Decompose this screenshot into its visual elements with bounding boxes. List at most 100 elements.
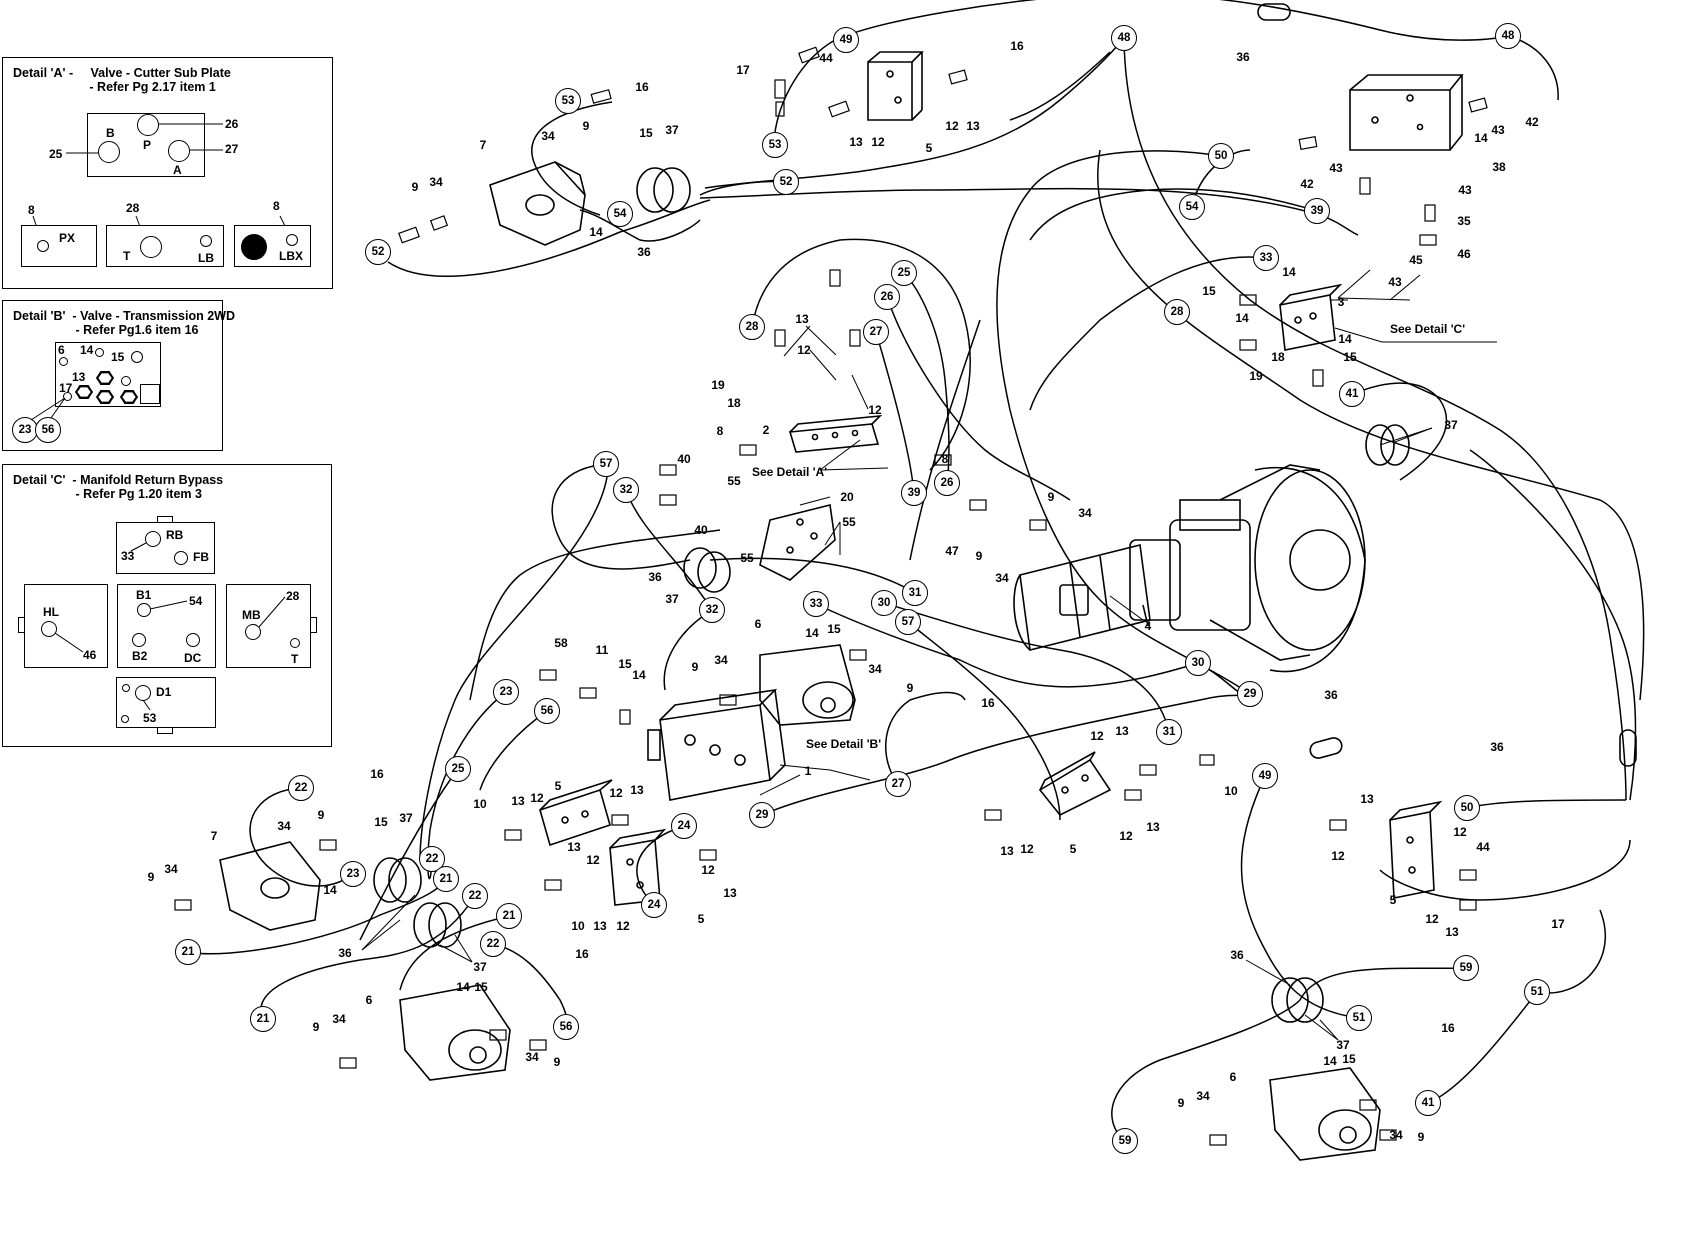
part-label-34: 34 [429, 175, 443, 189]
part-label-16: 16 [981, 696, 995, 710]
part-label-34: 34 [332, 1012, 346, 1026]
hl-block [24, 584, 108, 668]
part-label-37: 37 [1336, 1038, 1350, 1052]
port-dc [186, 633, 200, 647]
part-label-44: 44 [819, 51, 833, 65]
port-t [140, 236, 162, 258]
port-fb [174, 551, 188, 565]
part-bubble-27: 27 [885, 771, 911, 797]
part-label-34: 34 [1389, 1128, 1403, 1142]
part-bubble-25: 25 [891, 260, 917, 286]
part-bubble-33: 33 [1253, 245, 1279, 271]
detail-c-panel: Detail 'C' - Manifold Return Bypass - Re… [2, 464, 332, 747]
part-label-4: 4 [1144, 619, 1152, 633]
part-label-12: 12 [701, 863, 715, 877]
part-label-36: 36 [637, 245, 651, 259]
part-label-6: 6 [754, 617, 762, 631]
part-label-9: 9 [582, 119, 590, 133]
part-label-12: 12 [616, 919, 630, 933]
part-label-14: 14 [1323, 1054, 1337, 1068]
part-label-36: 36 [648, 570, 662, 584]
part-bubble-50: 50 [1208, 143, 1234, 169]
part-bubble-28: 28 [739, 314, 765, 340]
port-dc-label: DC [184, 651, 202, 665]
part-label-13: 13 [1360, 792, 1374, 806]
valve-blocks [539, 51, 1464, 906]
part-label-16: 16 [575, 947, 589, 961]
transmission-pump-assembly [1013, 464, 1366, 673]
hydraulic-motors [219, 161, 1381, 1161]
part-label-1: 1 [804, 764, 812, 778]
part-label-14: 14 [805, 626, 819, 640]
part-bubble-22: 22 [480, 931, 506, 957]
part-label-12: 12 [871, 135, 885, 149]
port-t-label: T [123, 249, 131, 263]
part-label-15: 15 [374, 815, 388, 829]
part-label-9: 9 [147, 870, 155, 884]
part-bubble-59: 59 [1453, 955, 1479, 981]
px-block [21, 225, 97, 267]
b1-block [117, 584, 216, 668]
hex-port-4 [120, 390, 138, 404]
part-label-13: 13 [1000, 844, 1014, 858]
part-label-42: 42 [1525, 115, 1539, 129]
part-label-5: 5 [697, 912, 705, 926]
part-label-40: 40 [677, 452, 691, 466]
part-label-36: 36 [338, 946, 352, 960]
part-label-55: 55 [740, 551, 754, 565]
part-bubble-52: 52 [773, 169, 799, 195]
part-label-14: 14 [589, 225, 603, 239]
part-label-7: 7 [210, 829, 218, 843]
part-label-5: 5 [925, 141, 933, 155]
part-label-9: 9 [411, 180, 419, 194]
port-hl [41, 621, 57, 637]
ref-26: 26 [225, 117, 239, 131]
part-bubble-24: 24 [671, 813, 697, 839]
square-port [140, 384, 160, 404]
port-a-label: A [173, 163, 182, 177]
part-label-14: 14 [1474, 131, 1488, 145]
part-label-37: 37 [665, 123, 679, 137]
part-label-38: 38 [1492, 160, 1506, 174]
part-bubble-53: 53 [762, 132, 788, 158]
part-bubble-21: 21 [175, 939, 201, 965]
ref-14: 14 [80, 343, 94, 357]
port-t-c-label: T [291, 652, 299, 666]
part-label-12: 12 [1425, 912, 1439, 926]
part-label-12: 12 [586, 853, 600, 867]
part-label-13: 13 [630, 783, 644, 797]
part-bubble-56: 56 [534, 698, 560, 724]
part-label-45: 45 [1409, 253, 1423, 267]
part-label-13: 13 [723, 886, 737, 900]
mb-block [226, 584, 311, 668]
part-label-12: 12 [609, 786, 623, 800]
detail-a-title: Detail 'A' - Valve - Cutter Sub Plate - … [13, 66, 231, 94]
part-label-20: 20 [840, 490, 854, 504]
part-bubble-39: 39 [901, 480, 927, 506]
part-label-12: 12 [945, 119, 959, 133]
part-label-16: 16 [1441, 1021, 1455, 1035]
part-bubble-41: 41 [1415, 1090, 1441, 1116]
part-label-16: 16 [635, 80, 649, 94]
part-label-47: 47 [945, 544, 959, 558]
port-6 [59, 357, 68, 366]
part-bubble-32: 32 [613, 477, 639, 503]
part-label-13: 13 [1445, 925, 1459, 939]
part-label-15: 15 [1343, 350, 1357, 364]
detail-b-panel: Detail 'B' - Valve - Transmission 2WD - … [2, 300, 235, 451]
port-mid [121, 376, 131, 386]
part-label-17: 17 [1551, 917, 1565, 931]
port-b1 [137, 603, 151, 617]
ref-8-right: 8 [273, 199, 280, 213]
port-b2 [132, 633, 146, 647]
ref-28: 28 [126, 201, 140, 215]
part-label-43: 43 [1458, 183, 1472, 197]
hose-clamps [373, 3, 1637, 1023]
part-label-12: 12 [1453, 825, 1467, 839]
port-b2-label: B2 [132, 649, 148, 663]
part-label-9: 9 [312, 1020, 320, 1034]
part-bubble-52: 52 [365, 239, 391, 265]
part-bubble-33: 33 [803, 591, 829, 617]
port-hl-label: HL [43, 605, 59, 619]
part-label-13: 13 [966, 119, 980, 133]
